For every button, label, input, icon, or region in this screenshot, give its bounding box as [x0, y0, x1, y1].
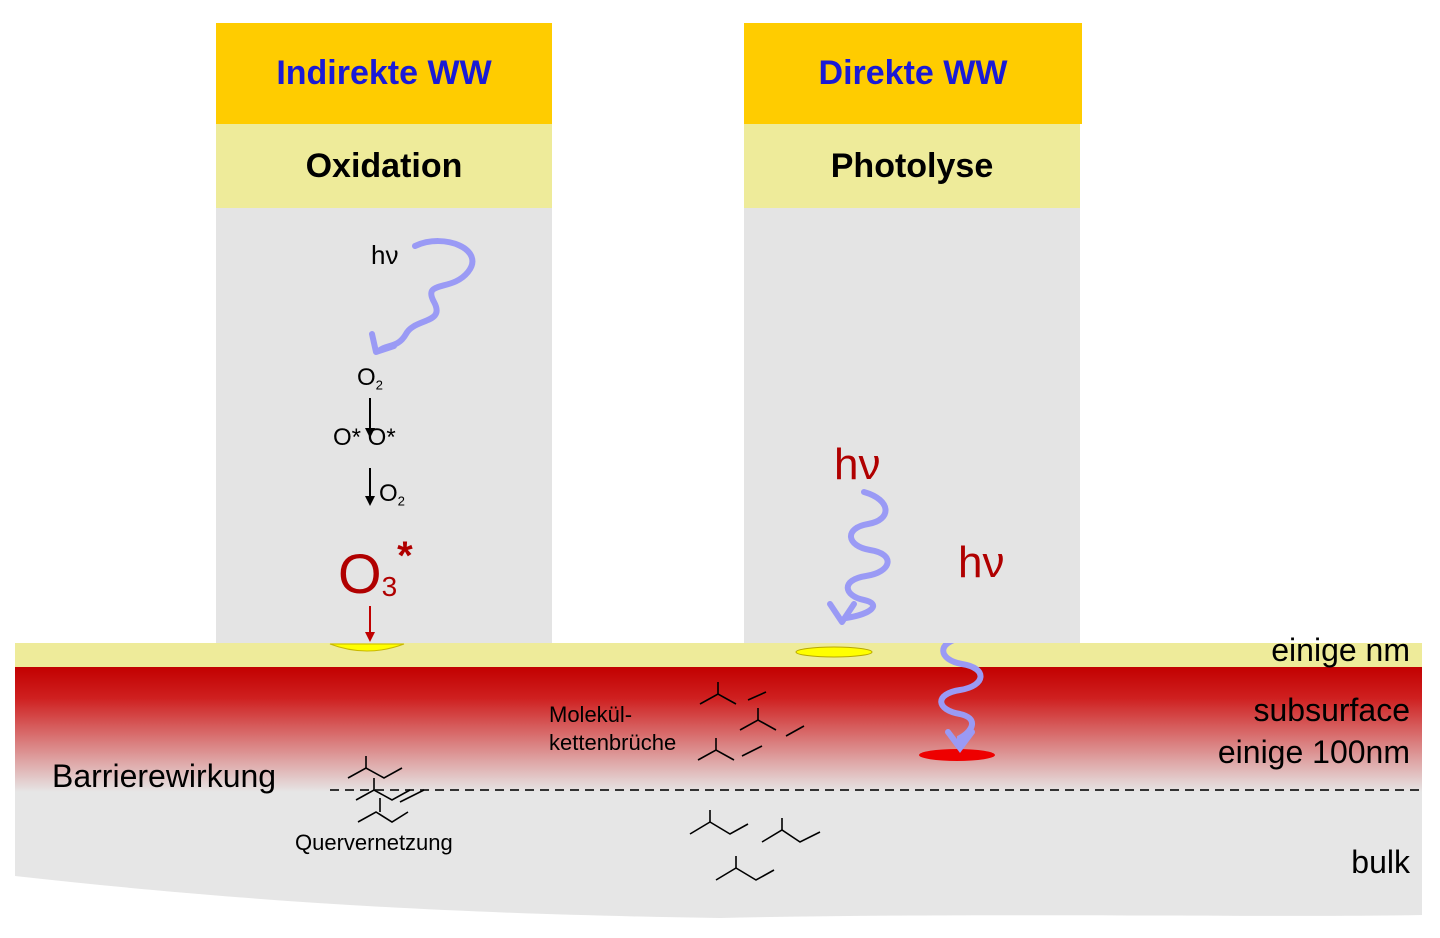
chain-break-label-1: Molekül-: [549, 702, 633, 727]
impact-spot-middle: [795, 646, 873, 658]
column-body-left: [216, 208, 552, 643]
ozone-label: O3*: [338, 534, 413, 606]
bulk-molecules: [689, 810, 821, 881]
ozone-sub: 3: [381, 570, 398, 602]
radicals-label: O* O*: [333, 424, 396, 451]
subheader-oxidation-label: Oxidation: [305, 146, 463, 185]
subheader-oxidation: Oxidation: [216, 124, 552, 208]
photon-wave-right-1-overlay: [827, 489, 891, 625]
o2-top-sub: 2: [375, 377, 384, 393]
o2-side-label: O2: [379, 480, 405, 509]
ozone-text: O: [338, 542, 382, 605]
o2-top-label: O2: [357, 364, 383, 393]
o2-top-text: O: [357, 364, 376, 391]
subheader-photolysis-label: Photolyse: [830, 146, 994, 185]
barrier-label: Barrierewirkung: [52, 758, 277, 794]
layer-label-subsurface-depth: einige 100nm: [1217, 734, 1410, 770]
layer-label-surface: einige nm: [1271, 632, 1410, 668]
layer-label-subsurface: subsurface: [1253, 692, 1410, 728]
photon-label-left: hν: [371, 240, 399, 270]
photon-wave-left-overlay: [369, 238, 476, 355]
chain-break-label-2: kettenbrüche: [549, 730, 677, 755]
crosslink-molecules: [347, 756, 425, 823]
crosslink-label: Quervernetzung: [295, 830, 453, 855]
layer-label-bulk: bulk: [1351, 844, 1410, 880]
header-indirect: Indirekte WW: [216, 23, 552, 124]
photon-label-right-2: hν: [958, 538, 1005, 587]
impact-spot-red: [919, 749, 995, 761]
bulk-layer: [15, 790, 1422, 918]
o2-side-sub: 2: [397, 493, 406, 509]
chain-break-molecules: [697, 682, 805, 761]
ozone-star: *: [397, 534, 413, 578]
subheader-photolysis: Photolyse: [744, 124, 1080, 208]
impact-spot-left: [329, 643, 405, 652]
header-indirect-label: Indirekte WW: [276, 54, 492, 92]
header-direct-label: Direkte WW: [818, 54, 1008, 92]
surface-layer: [15, 643, 1422, 667]
photon-label-right-1: hν: [834, 440, 881, 489]
header-direct: Direkte WW: [744, 23, 1082, 124]
column-body-right: [744, 208, 1080, 643]
o2-side-text: O: [379, 480, 398, 507]
